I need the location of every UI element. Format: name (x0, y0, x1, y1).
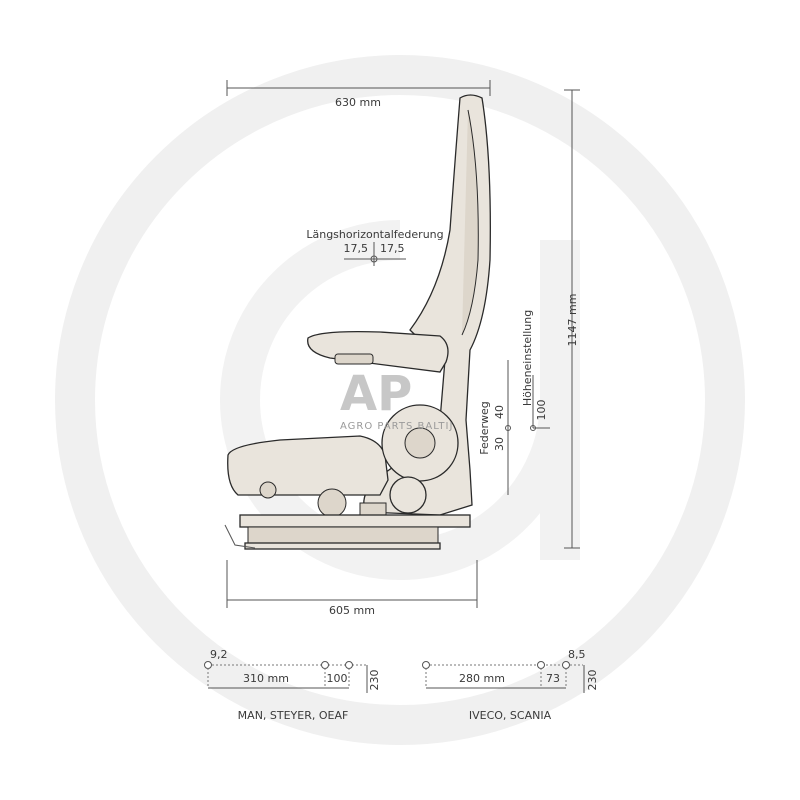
mounting-pattern-2: 8,5 280 mm 73 230 IVECO, SCANIA (422, 648, 599, 722)
watermark: AP AGRO PARTS BALTIJ (340, 366, 453, 432)
watermark-tagline: AGRO PARTS BALTIJ (340, 421, 453, 432)
suspension-travel-down: 30 (493, 437, 506, 451)
mounting-2-height: 230 (586, 670, 599, 691)
dimension-height-total: 1147 mm (564, 89, 580, 549)
suspension-travel-up: 40 (493, 405, 506, 419)
dimension-width-top: 630 mm (226, 80, 491, 109)
height-adjustment-label: Höheneinstellung (521, 310, 534, 406)
dimension-depth-bottom: 605 mm (226, 560, 478, 617)
height-adjustment-value: 100 (535, 400, 548, 421)
mounting-2-main: 280 mm (459, 672, 505, 685)
depth-bottom-label: 605 mm (329, 604, 375, 617)
mounting-1-offset: 9,2 (210, 648, 228, 661)
horizontal-suspension-label: Längshorizontalfederung (306, 228, 443, 241)
mounting-1-height: 230 (368, 670, 381, 691)
mounting-2-name: IVECO, SCANIA (469, 709, 552, 722)
watermark-logo: AP (340, 366, 412, 422)
mounting-1-secondary: 100 (327, 672, 348, 685)
dimension-horizontal-suspension: Längshorizontalfederung 17,5 17,5 (306, 228, 444, 266)
mounting-1-main: 310 mm (243, 672, 289, 685)
mounting-1-name: MAN, STEYER, OEAF (238, 709, 349, 722)
mounting-2-secondary: 73 (546, 672, 560, 685)
width-top-label: 630 mm (335, 96, 381, 109)
horizontal-suspension-left: 17,5 (344, 242, 369, 255)
mounting-2-offset: 8,5 (568, 648, 586, 661)
watermark-rings (55, 55, 745, 745)
mounting-pattern-1: 9,2 310 mm 100 230 MAN, STEYER, OEAF (204, 648, 381, 722)
suspension-travel-label: Federweg (478, 401, 491, 455)
horizontal-suspension-right: 17,5 (380, 242, 405, 255)
height-total-label: 1147 mm (566, 294, 579, 347)
dimension-height-adjustment: Höheneinstellung 100 (521, 310, 550, 431)
dimension-suspension-travel: Federweg 40 30 (478, 360, 511, 495)
seat-illustration (224, 94, 491, 550)
